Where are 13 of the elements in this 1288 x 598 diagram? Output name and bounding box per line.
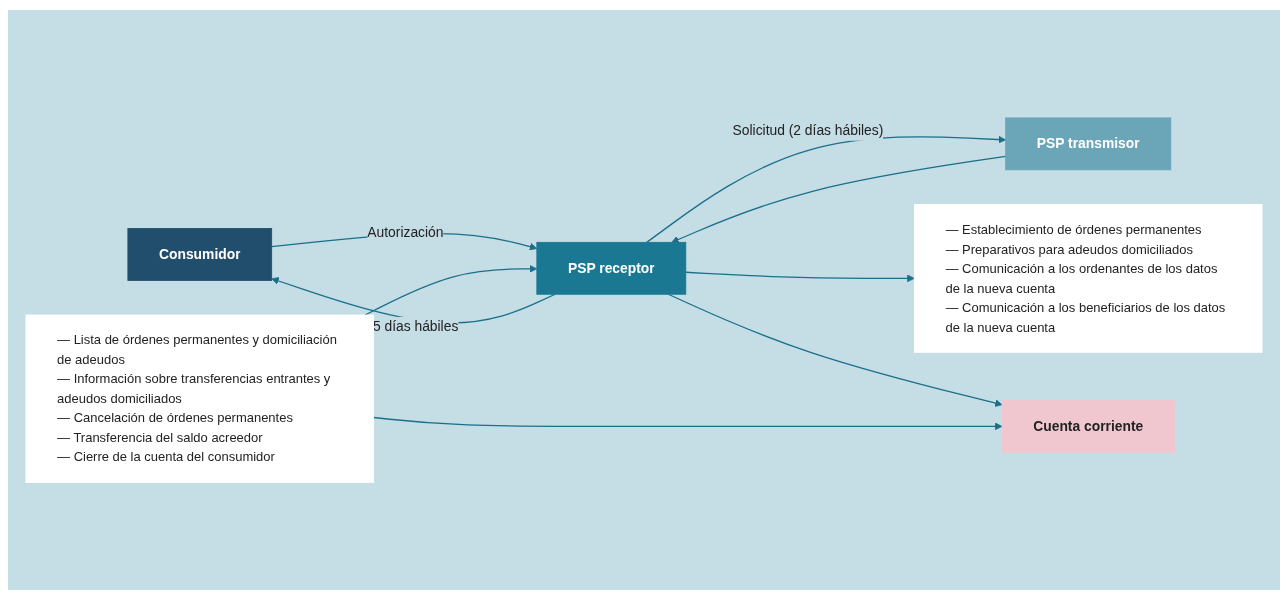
node-box: PSP transmisor: [1005, 117, 1172, 171]
node-box: — Establecimiento de órdenes permanentes — Preparativos para adeudos domiciliados — Comunicación a los ordenantes de los datos de la nueva cuenta — Comunicación a los beneficiarios de los datos de la nueva cuenta: [913, 203, 1263, 353]
edge-label: Autorización: [367, 224, 444, 239]
arrow: [671, 155, 1007, 243]
arrow: [372, 416, 1003, 431]
arrow: [646, 135, 1007, 243]
node-box: Consumidor: [127, 227, 273, 281]
edge-label: Solicitud (2 días hábiles): [732, 122, 884, 138]
edge-label: 5 días hábiles: [372, 319, 459, 334]
node-box: Cuenta corriente: [1001, 399, 1175, 453]
node-box: — Lista de órdenes permanentes y domiciliación de adeudos — Información sobre transferencias entrantes y adeudos domiciliados — Cancelación de órdenes permanentes — Transferencia del saldo acreedor — Cierre de la cuenta del consumidor: [25, 314, 375, 483]
arrow: [685, 271, 915, 282]
node-box: PSP receptor: [536, 241, 687, 295]
